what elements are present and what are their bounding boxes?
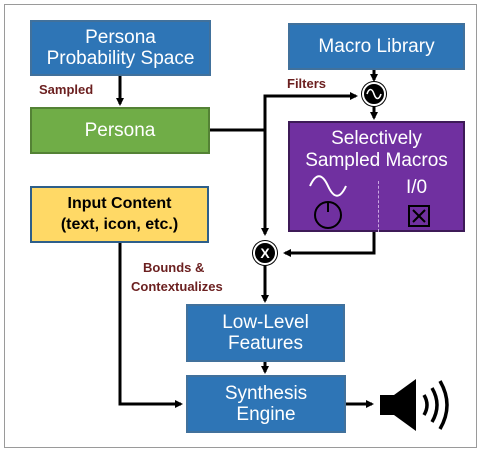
- speaker-icon: [380, 379, 449, 431]
- bounds-label-line2: Contextualizes: [131, 279, 223, 294]
- knob-icon: [314, 201, 342, 229]
- low-level-line2: Features: [228, 333, 303, 354]
- filters-label: Filters: [287, 76, 327, 91]
- multiply-node-icon: X: [253, 241, 277, 265]
- selectively-sampled-macros-box: Selectively Sampled Macros I/0: [288, 121, 465, 232]
- low-level-features-box: Low-Level Features: [186, 304, 345, 362]
- sampled-label: Sampled: [39, 82, 94, 97]
- bounds-label-line1: Bounds &: [143, 260, 205, 275]
- sine-wave-icon: [309, 175, 347, 197]
- macros-divider: [378, 181, 379, 232]
- persona-space-line1: Persona: [85, 26, 156, 48]
- persona-probability-space-box: Persona Probability Space: [30, 20, 211, 76]
- persona-box: Persona: [30, 107, 210, 154]
- io-label: I/0: [406, 177, 428, 198]
- persona-label: Persona: [84, 119, 156, 141]
- macro-library-box: Macro Library: [288, 23, 465, 70]
- toggle-box-icon: [408, 205, 430, 227]
- synthesis-engine-box: Synthesis Engine: [186, 375, 346, 433]
- macro-library-label: Macro Library: [318, 35, 435, 57]
- multiply-label: X: [260, 245, 270, 261]
- input-content-line2: (text, icon, etc.): [60, 215, 179, 233]
- synthesis-line1: Synthesis: [224, 382, 308, 404]
- input-content-line1: Input Content: [67, 194, 172, 212]
- persona-space-line2: Probability Space: [46, 48, 195, 69]
- macros-line2: Sampled Macros: [305, 149, 448, 171]
- macros-line1: Selectively: [331, 128, 422, 149]
- filter-node-icon: [362, 82, 386, 106]
- synthesis-line2: Engine: [236, 404, 296, 425]
- input-content-box: Input Content (text, icon, etc.): [30, 186, 209, 243]
- low-level-line1: Low-Level: [222, 311, 309, 333]
